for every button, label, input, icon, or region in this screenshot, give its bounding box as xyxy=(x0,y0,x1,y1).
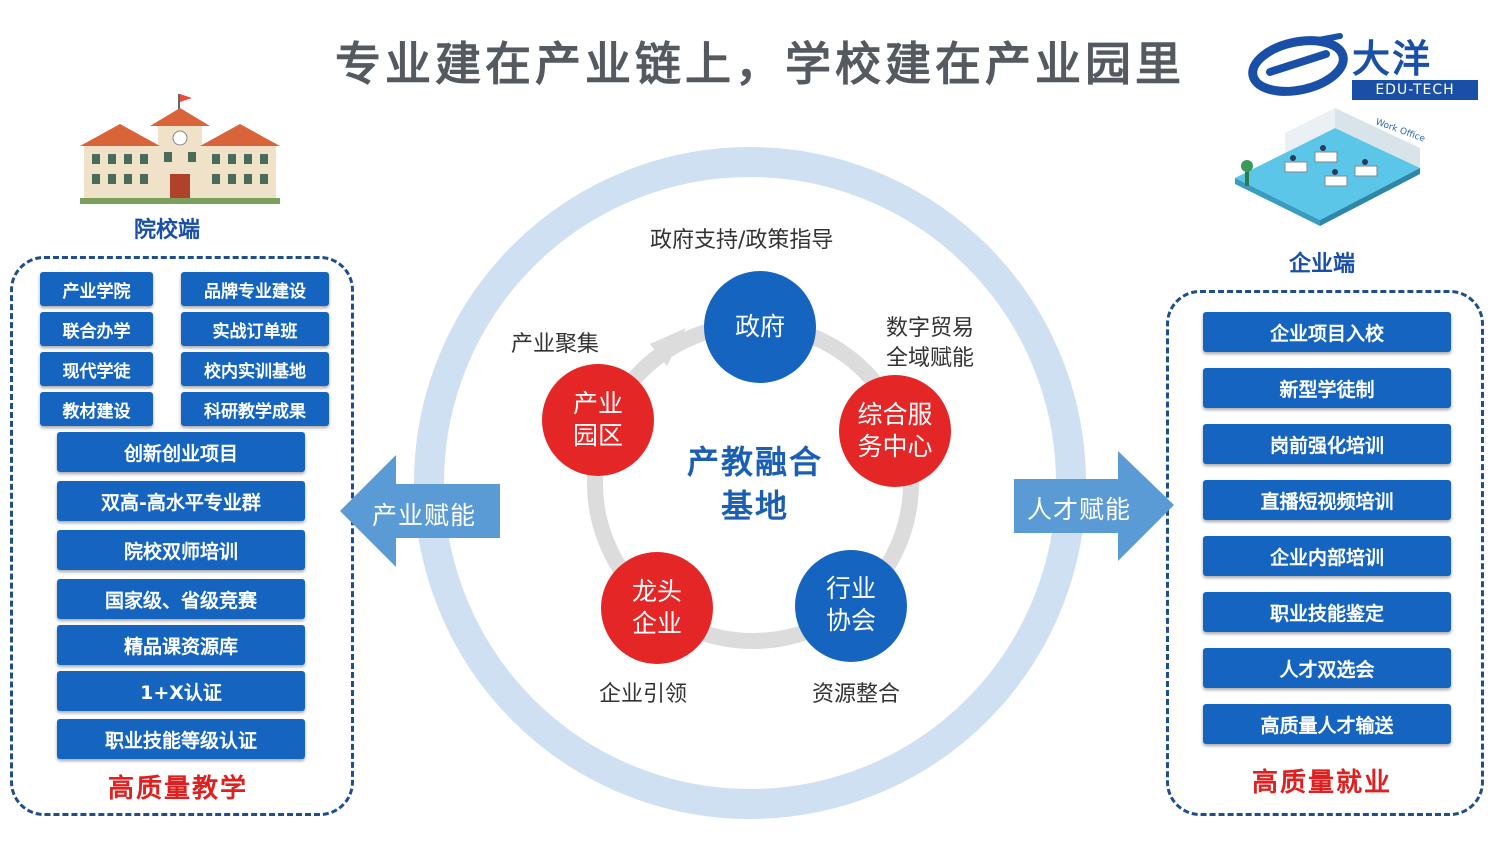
node-industrial-park-label: 产业 园区 xyxy=(542,388,654,452)
school-item: 品牌专业建设 xyxy=(181,272,329,306)
school-item: 产业学院 xyxy=(40,272,153,306)
center-title-line1: 产教融合 xyxy=(686,443,823,481)
center-title-line2: 基地 xyxy=(720,487,789,525)
enterprise-footer-label: 高质量就业 xyxy=(1252,768,1393,798)
right-arrow-icon xyxy=(1014,451,1174,561)
enterprise-item: 直播短视频培训 xyxy=(1203,480,1451,520)
enterprise-item: 人才双选会 xyxy=(1203,648,1451,688)
node-industry-association-line1: 行业 xyxy=(825,574,876,603)
cycle-arrow-icon xyxy=(650,328,686,366)
logo-name: 大洋 xyxy=(1352,37,1433,81)
node-service-center-line2: 务中心 xyxy=(857,432,933,461)
node-government xyxy=(704,271,816,383)
annotation-top-right-2: 全域赋能 xyxy=(886,346,975,371)
enterprise-item: 高质量人才输送 xyxy=(1203,704,1451,744)
node-industry-association-label: 行业 协会 xyxy=(795,573,907,637)
enterprise-item: 岗前强化培训 xyxy=(1203,424,1451,464)
school-item: 精品课资源库 xyxy=(57,625,305,665)
school-item: 国家级、省级竞赛 xyxy=(57,579,305,619)
school-item: 创新创业项目 xyxy=(57,432,305,472)
annotation-top-right-1: 数字贸易 xyxy=(886,316,975,341)
node-industry-association xyxy=(795,550,907,662)
school-side-heading: 院校端 xyxy=(134,218,201,243)
node-service-center xyxy=(839,375,951,487)
school-item: 实战订单班 xyxy=(181,312,329,346)
node-leading-enterprise-line1: 龙头 xyxy=(631,577,682,606)
school-item: 1+X认证 xyxy=(57,671,305,711)
enterprise-side-heading: 企业端 xyxy=(1289,252,1356,277)
school-item: 院校双师培训 xyxy=(57,530,305,570)
annotation-top-left: 产业聚集 xyxy=(511,332,600,357)
enterprise-item: 职业技能鉴定 xyxy=(1203,592,1451,632)
node-leading-enterprise xyxy=(601,552,713,664)
center-title: 产教融合 基地 xyxy=(660,440,850,528)
logo-subtitle: EDU-TECH xyxy=(1352,80,1478,100)
annotation-bottom-left: 企业引领 xyxy=(599,682,688,707)
school-item: 校内实训基地 xyxy=(181,352,329,386)
school-side-panel xyxy=(10,256,354,816)
node-industry-association-line2: 协会 xyxy=(825,606,876,635)
node-industrial-park-line1: 产业 xyxy=(572,389,623,418)
node-industrial-park xyxy=(542,364,654,476)
school-item: 教材建设 xyxy=(40,392,153,426)
dayang-logo-icon xyxy=(1248,33,1348,96)
enterprise-item: 企业内部培训 xyxy=(1203,536,1451,576)
node-industrial-park-line2: 园区 xyxy=(572,421,623,450)
node-service-center-label: 综合服 务中心 xyxy=(839,399,951,463)
work-office-icon: Work Office xyxy=(1235,108,1425,226)
school-building-icon xyxy=(80,94,280,204)
school-item: 职业技能等级认证 xyxy=(57,719,305,759)
enterprise-item: 企业项目入校 xyxy=(1203,312,1451,352)
node-leading-enterprise-label: 龙头 企业 xyxy=(601,576,713,640)
node-government-label: 政府 xyxy=(734,312,785,341)
page-title: 专业建在产业链上，学校建在产业园里 xyxy=(335,37,1185,91)
annotation-bottom-right: 资源整合 xyxy=(812,682,901,707)
node-service-center-line1: 综合服 xyxy=(857,400,933,429)
enterprise-item: 新型学徒制 xyxy=(1203,368,1451,408)
node-leading-enterprise-line2: 企业 xyxy=(631,609,682,638)
school-item: 联合办学 xyxy=(40,312,153,346)
annotation-top: 政府支持/政策指导 xyxy=(650,228,834,253)
school-footer-label: 高质量教学 xyxy=(108,774,249,804)
school-item: 双高-高水平专业群 xyxy=(57,481,305,521)
school-item: 现代学徒 xyxy=(40,352,153,386)
enterprise-side-panel xyxy=(1166,290,1484,816)
left-arrow-icon xyxy=(340,455,500,567)
talent-empowerment-label: 人才赋能 xyxy=(1027,495,1132,524)
school-item: 科研教学成果 xyxy=(181,392,329,426)
industry-empowerment-label: 产业赋能 xyxy=(372,501,477,530)
